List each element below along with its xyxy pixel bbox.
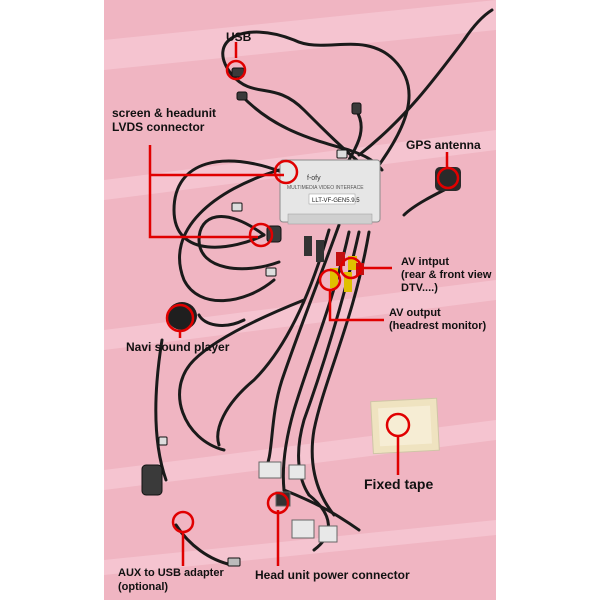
connector-plug-icon [336,149,348,159]
callout-circles [165,59,460,534]
rca-plug-icon [304,236,312,256]
module-logo: f-ofy [307,175,321,182]
power-connector-label: Head unit power connector [255,568,410,582]
rca-plug-icon [336,252,345,266]
power-connector-icon [258,461,282,479]
av-input-line3: DTV....) [401,282,438,294]
av-output-callout-circle [318,268,342,292]
rca-plug-icon [316,240,324,262]
lvds-callout-circle [273,159,299,185]
av-input-callout-circle [339,256,363,280]
gps-callout-circle [436,166,460,190]
connector-plug-icon [236,91,248,101]
interface-module: f-ofy MULTIMEDIA VIDEO INTERFACE LLT-VF-… [279,159,381,225]
connector-plug-icon [265,267,277,277]
power-connector-icon [275,491,291,507]
rca-plug-icon [348,256,357,270]
navi-callout-circle [165,303,195,333]
lvds-callout-circle [248,222,274,248]
power-connectors [258,461,338,543]
av-output-line2: (headrest monitor) [389,320,487,332]
fixed-tape [370,397,440,455]
power-connector-icon [291,519,315,539]
tape-callout-circle [385,412,411,438]
lvds-label-line1: screen & headunit [112,106,217,120]
callout-lines [148,42,449,566]
rca-plug-icon [344,272,352,292]
av-output-label: AV output (headrest monitor) [389,307,486,333]
aux-label-line1: AUX to USB adapter [118,567,224,579]
usb-callout-circle [225,59,247,81]
connector-plugs [141,67,362,567]
connector-plug-icon [231,202,243,212]
gps-antenna-label: GPS antenna [406,138,481,152]
lvds-connector-label: screen & headunit LVDS connector [112,106,216,134]
usb-label: USB [226,30,252,44]
module-model: LLT-VF-GEN5.9.5 [312,198,360,204]
av-output-line1: AV output [389,307,441,319]
wiring-diagram: f-ofy MULTIMEDIA VIDEO INTERFACE LLT-VF-… [104,0,496,575]
lvds-label-line2: LVDS connector [112,120,205,134]
connector-plug-icon [158,436,168,446]
av-input-label: AV intput (rear & front view DTV....) [401,256,491,295]
diagram-canvas: f-ofy MULTIMEDIA VIDEO INTERFACE LLT-VF-… [104,0,496,600]
aux-adapter-label: AUX to USB adapter (optional) [118,566,224,594]
power-callout-circle [266,491,290,515]
power-connector-icon [288,464,306,480]
navi-sound-player-label: Navi sound player [126,340,230,354]
cable-bundle [154,8,494,567]
aux-adapter-icon [141,464,163,496]
usb-plug-icon [227,557,241,567]
fixed-tape-label: Fixed tape [364,476,434,492]
av-input-line1: AV intput [401,256,450,268]
power-connector-icon [318,525,338,543]
av-input-line2: (rear & front view [401,269,492,281]
module-subtitle: MULTIMEDIA VIDEO INTERFACE [287,185,364,191]
connector-plug-icon [351,102,362,115]
aux-callout-circle [171,510,195,534]
rca-plug-icon [330,268,338,288]
aux-label-line2: (optional) [118,581,169,593]
